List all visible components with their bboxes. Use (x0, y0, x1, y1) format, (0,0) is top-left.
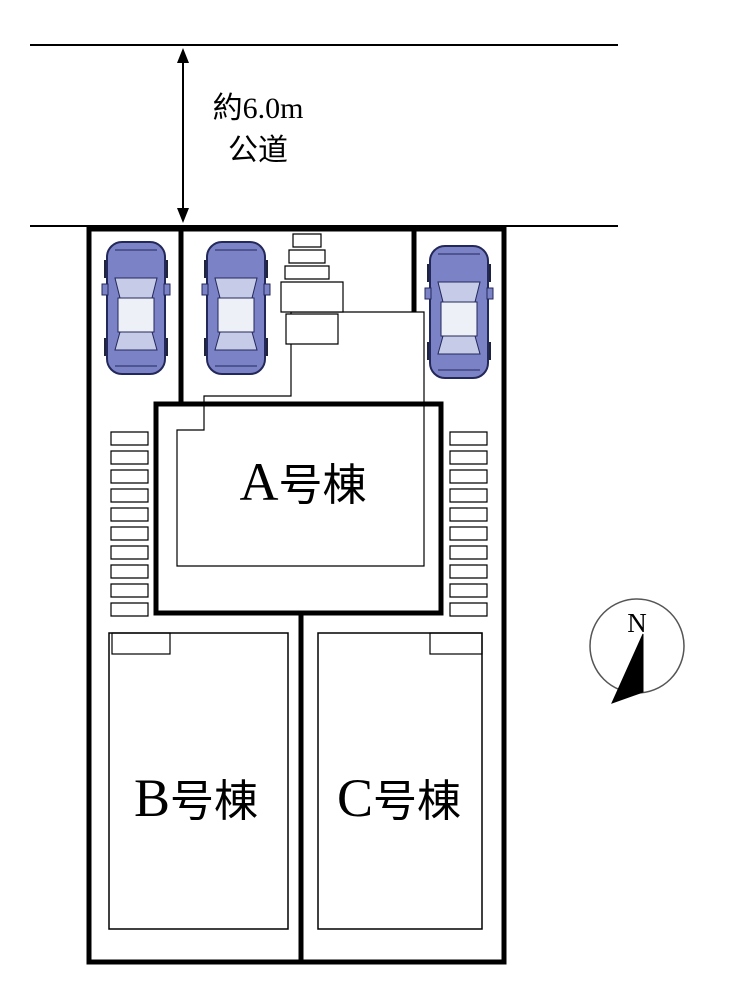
building-b-suffix: 号棟 (170, 777, 258, 826)
compass-needle-icon (611, 633, 644, 704)
building-b-porch (111, 632, 171, 655)
arrow-up-icon (177, 48, 189, 63)
left-step-strip (110, 431, 149, 617)
lot-boundary (86, 226, 507, 965)
building-b-letter: B (134, 768, 170, 828)
compass-north-label: N (627, 608, 647, 638)
parked-car-icon (201, 241, 271, 375)
building-a-suffix: 号棟 (279, 461, 367, 510)
building-a-letter: A (240, 452, 279, 512)
entrance-steps (280, 233, 344, 345)
building-c-outline (317, 632, 483, 930)
parked-car-icon (101, 241, 171, 375)
road-width-label: 約6.0m (213, 92, 304, 125)
building-b-outline (108, 632, 289, 930)
arrow-down-icon (177, 208, 189, 223)
compass: N (589, 598, 685, 704)
building-a-label: A号棟 (240, 452, 367, 512)
building-c-porch (429, 632, 483, 655)
building-c-suffix: 号棟 (373, 777, 461, 826)
building-c-label: C号棟 (337, 768, 461, 828)
building-b-label: B号棟 (134, 768, 258, 828)
building-c-letter: C (337, 768, 373, 828)
right-step-strip (449, 431, 488, 617)
parked-car-icon (424, 245, 494, 379)
road-type-label: 公道 (228, 134, 288, 167)
road-width-arrow (177, 48, 189, 223)
